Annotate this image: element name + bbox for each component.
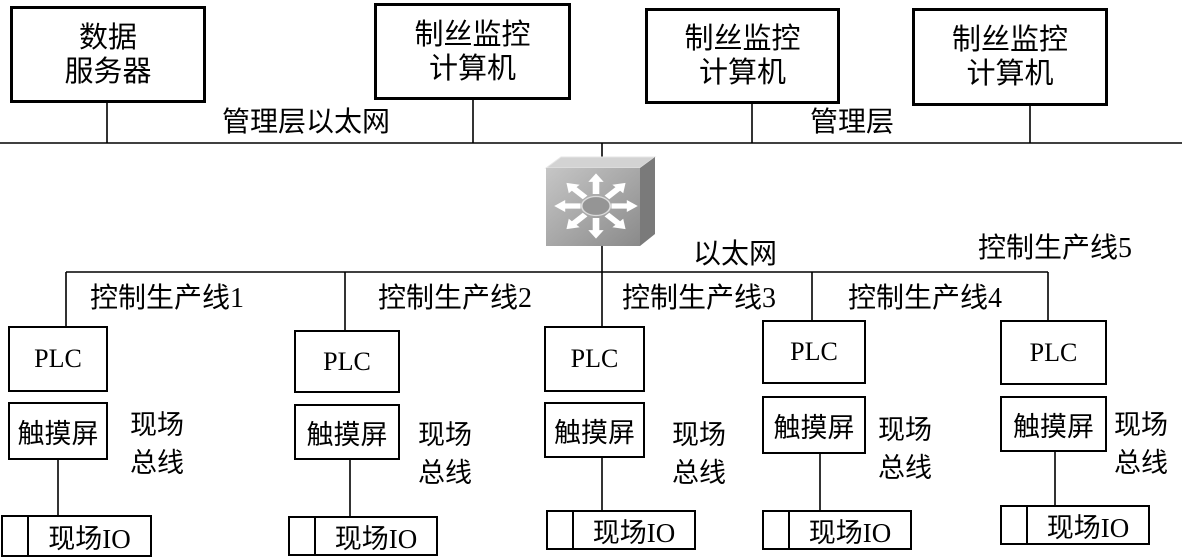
field-io-box: 现场IO	[288, 516, 438, 556]
node-label-line: 数据	[78, 21, 137, 54]
node-label-line: 计算机	[698, 57, 786, 89]
touch-screen-label: 触摸屏	[554, 417, 635, 448]
plc-box: PLC	[762, 320, 866, 384]
production-line-label: 控制生产线2	[378, 283, 533, 314]
production-line-label: 控制生产线4	[848, 283, 1003, 314]
data-server-box: 数据 服务器	[10, 6, 206, 103]
switch-arrow	[566, 182, 588, 200]
node-label-line: 计算机	[428, 52, 516, 85]
field-io-terminal	[1002, 507, 1028, 543]
node-label-line: 制丝监控	[951, 24, 1068, 56]
touch-screen-label: 触摸屏	[17, 418, 99, 449]
field-io-label: 现场IO	[592, 517, 676, 548]
switch-side-face	[640, 157, 655, 246]
field-io-box: 现场IO	[546, 510, 696, 550]
switch-arrow	[604, 182, 626, 200]
management-layer-label: 管理层	[810, 107, 895, 138]
monitor-computer-box-3: 制丝监控 计算机	[912, 8, 1108, 106]
fieldbus-label-line: 现场	[130, 410, 184, 440]
switch-top-face	[544, 156, 657, 169]
production-line-label: 控制生产线1	[90, 283, 245, 314]
plc-label: PLC	[570, 344, 619, 373]
plc-box: PLC	[8, 326, 108, 392]
plc-label: PLC	[790, 337, 838, 366]
node-label-line: 制丝监控	[414, 18, 531, 51]
switch-arrow	[611, 199, 638, 213]
monitor-computer-box-1: 制丝监控 计算机	[374, 3, 571, 100]
fieldbus-label-line: 现场	[672, 420, 726, 450]
fieldbus-label: 现场 总线	[672, 416, 726, 492]
field-io-terminal	[548, 512, 574, 548]
fieldbus-label-line: 总线	[418, 458, 472, 488]
field-io-label: 现场IO	[334, 523, 418, 554]
node-label-line: 制丝监控	[684, 23, 801, 55]
monitor-computer-box-2: 制丝监控 计算机	[645, 8, 840, 104]
plc-box: PLC	[544, 326, 645, 392]
plc-label: PLC	[34, 344, 82, 373]
fieldbus-label-line: 现场	[418, 420, 472, 450]
node-label-line: 服务器	[64, 55, 152, 88]
field-io-box: 现场IO	[1000, 505, 1150, 545]
fieldbus-label: 现场 总线	[878, 411, 932, 487]
switch-arrow	[554, 199, 581, 213]
touch-screen-label: 触摸屏	[1013, 411, 1094, 442]
switch-hub	[580, 195, 612, 217]
fieldbus-label-line: 总线	[878, 453, 932, 483]
field-io-terminal	[764, 512, 790, 548]
plc-box: PLC	[294, 330, 400, 393]
field-io-box: 现场IO	[762, 510, 912, 550]
switch-arrow	[588, 173, 604, 194]
field-io-label: 现场IO	[808, 517, 892, 548]
fieldbus-label-line: 总线	[1114, 448, 1168, 478]
production-line-label: 控制生产线5	[978, 233, 1133, 264]
control-ethernet-label: 以太网	[693, 239, 778, 270]
management-ethernet-label: 管理层以太网	[222, 107, 391, 138]
fieldbus-label-line: 现场	[878, 415, 932, 445]
network-switch-icon	[544, 156, 657, 246]
field-io-label: 现场IO	[1046, 512, 1130, 543]
plc-label: PLC	[323, 346, 371, 376]
switch-arrow	[566, 212, 588, 230]
field-io-box: 现场IO	[1, 515, 152, 557]
switch-arrow	[588, 218, 604, 239]
plc-label: PLC	[1029, 337, 1078, 367]
fieldbus-label: 现场 总线	[418, 416, 472, 492]
touch-screen-box: 触摸屏	[1000, 396, 1107, 452]
fieldbus-label-line: 总线	[130, 448, 184, 478]
production-line-label: 控制生产线3	[622, 283, 777, 314]
field-io-terminal	[3, 517, 29, 555]
field-io-terminal	[290, 518, 316, 554]
touch-screen-box: 触摸屏	[762, 396, 866, 454]
fieldbus-label: 现场 总线	[1114, 406, 1168, 482]
touch-screen-box: 触摸屏	[544, 402, 645, 458]
switch-arrow	[604, 212, 626, 230]
fieldbus-label: 现场 总线	[130, 406, 184, 482]
touch-screen-label: 触摸屏	[306, 419, 388, 450]
field-io-label: 现场IO	[48, 523, 131, 554]
node-label-line: 计算机	[966, 58, 1054, 90]
touch-screen-box: 触摸屏	[294, 404, 400, 460]
touch-screen-box: 触摸屏	[8, 402, 108, 460]
fieldbus-label-line: 总线	[672, 458, 726, 488]
fieldbus-label-line: 现场	[1114, 410, 1168, 440]
plc-box: PLC	[1000, 320, 1107, 385]
touch-screen-label: 触摸屏	[773, 412, 855, 443]
